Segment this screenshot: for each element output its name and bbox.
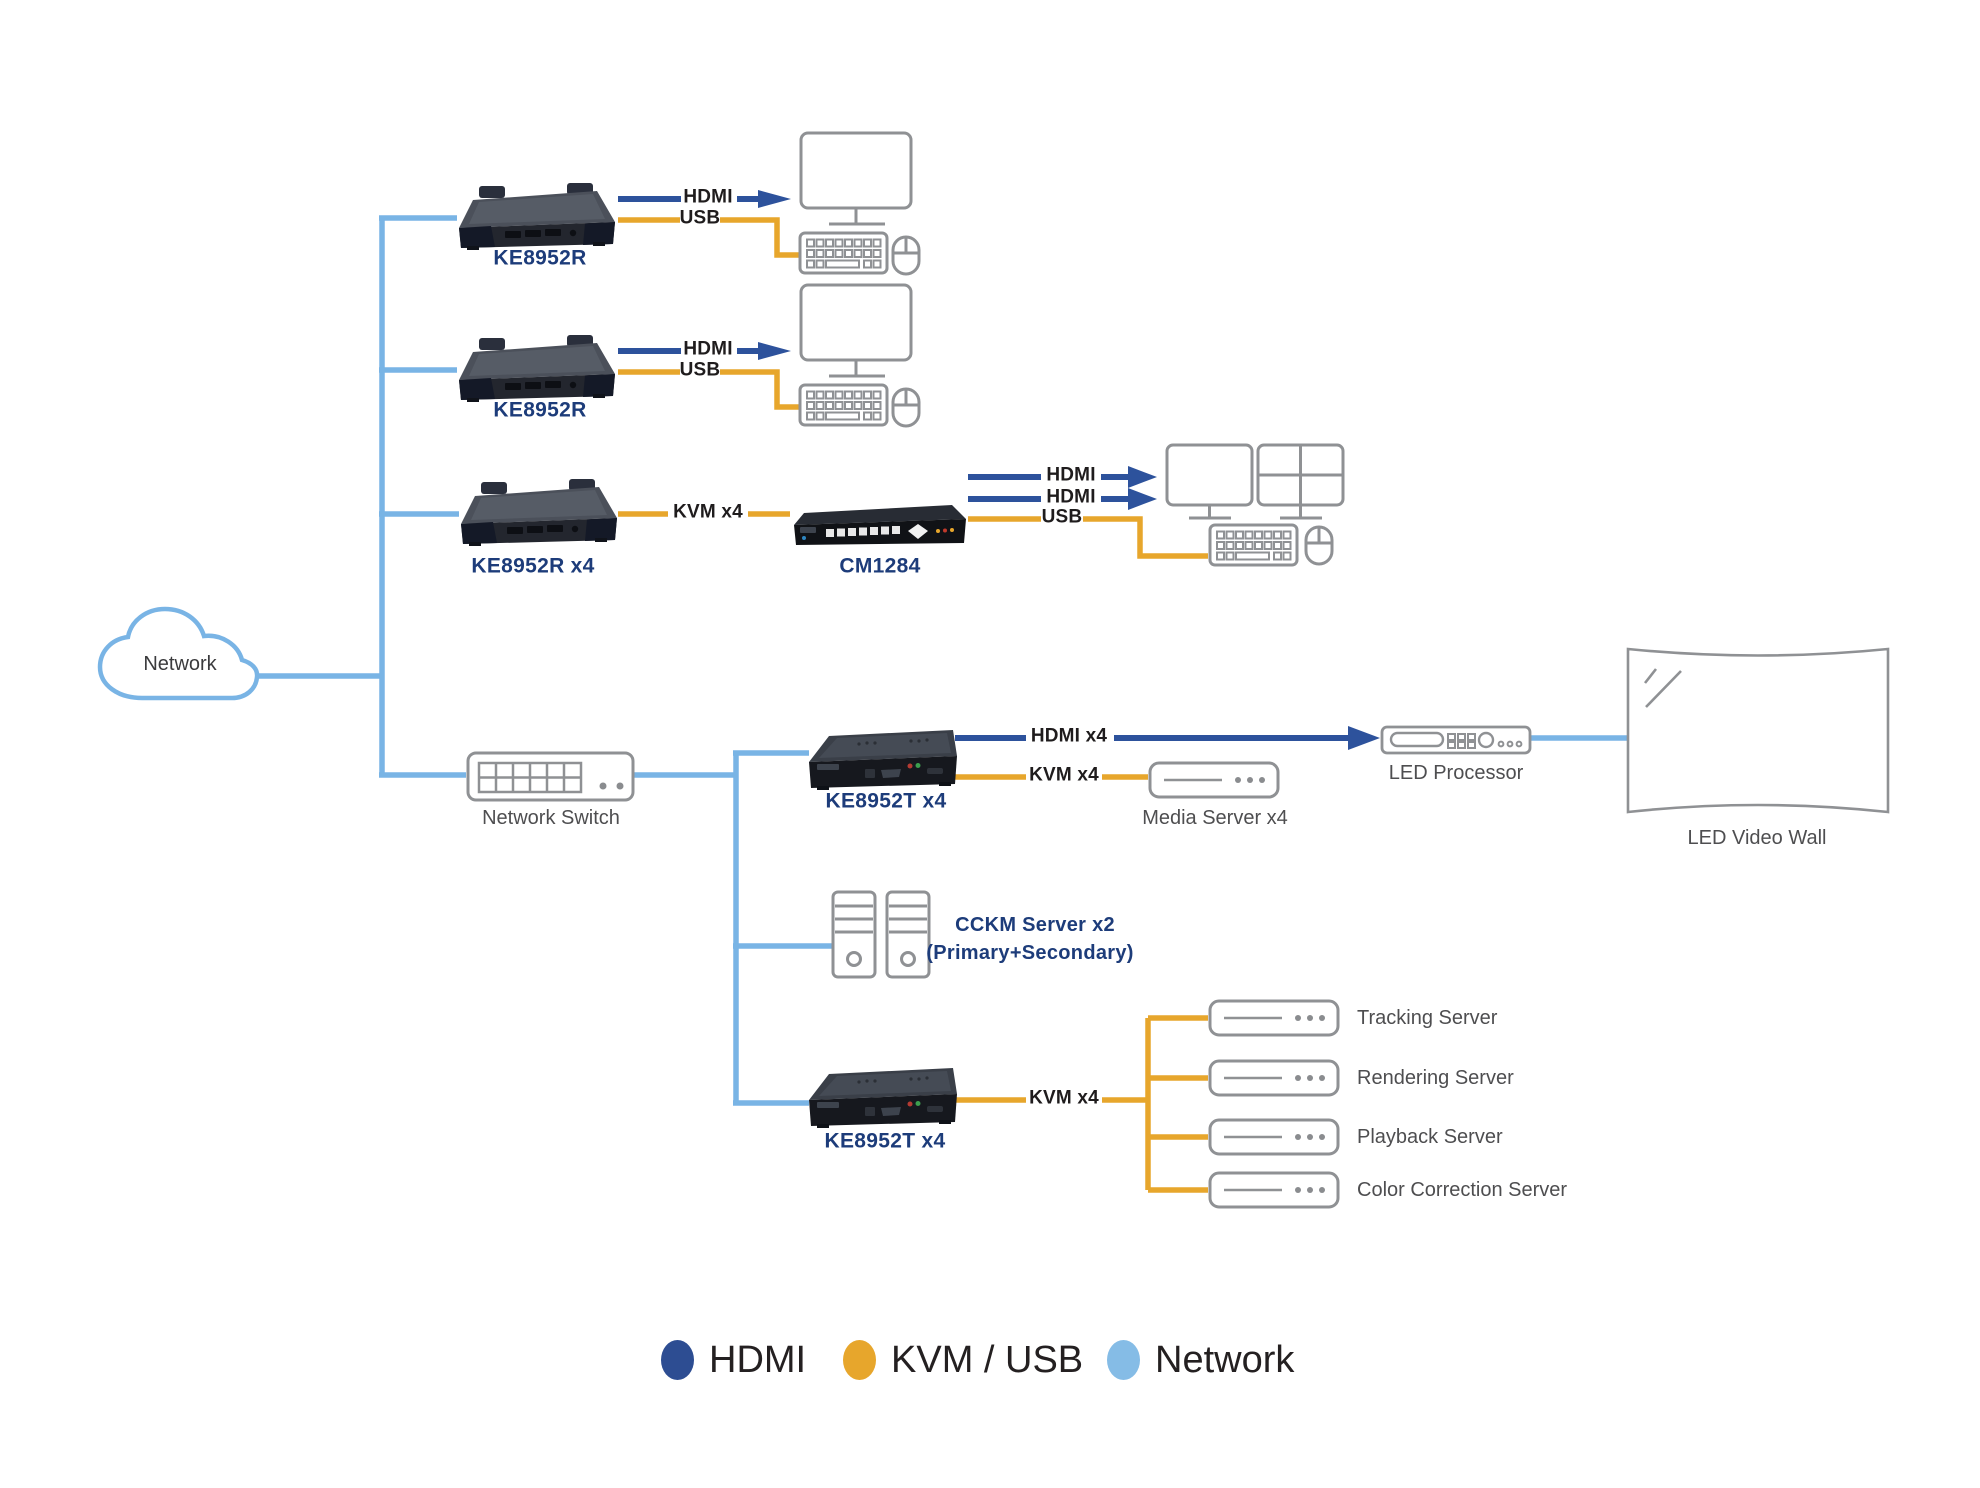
cckm-tower-icon-2	[885, 890, 931, 979]
rendering-server-label: Rendering Server	[1357, 1067, 1514, 1089]
r2-hdmi-link-label: HDMI	[683, 338, 733, 360]
r1-hdmi-link-label: HDMI	[683, 186, 733, 208]
network-switch-icon	[466, 751, 635, 802]
monitor-icon-3	[1165, 443, 1254, 520]
rendering-server-icon	[1208, 1059, 1340, 1097]
r3-hdmi-b-link-label: HDMI	[1046, 486, 1096, 508]
r3-usb-link-label: USB	[1041, 506, 1083, 528]
transmitter-bottom-label: KE8952T x4	[824, 1129, 946, 1153]
receiver-group-label: KE8952R x4	[471, 554, 595, 578]
mouse-icon-1	[891, 235, 921, 276]
media-server-icon	[1148, 761, 1280, 799]
hdmi-arrowheads	[758, 190, 1380, 750]
cm1284-device	[794, 505, 966, 545]
tracking-server-icon	[1208, 999, 1340, 1037]
cm1284-label: CM1284	[839, 554, 921, 578]
ke8952t-device-bottom	[809, 1068, 957, 1128]
ke8952r-device-2	[459, 335, 615, 402]
cckm-tower-icon-1	[831, 890, 877, 979]
network-cloud-icon	[97, 606, 260, 701]
r2-usb-link-label: USB	[679, 359, 721, 381]
monitor-icon-1	[799, 131, 913, 226]
transmitter-top-label: KE8952T x4	[825, 789, 947, 813]
led-processor-label: LED Processor	[1388, 762, 1524, 784]
ke8952r-device-group	[461, 479, 617, 546]
kvm-usb-legend-dot-icon	[843, 1340, 876, 1380]
t-bottom-kvm-link-label: KVM x4	[1029, 1087, 1099, 1109]
hdmi-legend-dot-icon	[661, 1340, 694, 1380]
t-top-hdmi-link-label: HDMI x4	[1030, 725, 1108, 747]
keyboard-icon-3	[1208, 523, 1299, 567]
led-processor-icon	[1380, 725, 1532, 755]
legend-item-hdmi: HDMI	[661, 1338, 806, 1382]
monitor-icon-2	[799, 283, 913, 378]
mouse-icon-3	[1304, 525, 1334, 566]
led-video-wall-label: LED Video Wall	[1687, 827, 1827, 849]
r1-usb-link-label: USB	[679, 207, 721, 229]
ke8952t-device-top	[809, 730, 957, 790]
keyboard-icon-1	[798, 231, 889, 275]
legend-item-network: Network	[1107, 1338, 1294, 1382]
t-top-kvm-link-label: KVM x4	[1029, 764, 1099, 786]
hdmi-lines	[618, 196, 1350, 741]
keyboard-icon-2	[798, 383, 889, 427]
playback-server-icon	[1208, 1118, 1340, 1156]
playback-server-label: Playback Server	[1357, 1126, 1503, 1148]
receiver-2-label: KE8952R	[493, 398, 587, 422]
color-correction-server-label: Color Correction Server	[1357, 1179, 1568, 1201]
legend-kvm-usb-label: KVM / USB	[891, 1338, 1084, 1381]
receiver-1-label: KE8952R	[493, 246, 587, 270]
ke8952r-device-1	[459, 183, 615, 250]
legend-item-kvm-usb: KVM / USB	[843, 1338, 1083, 1382]
media-server-label: Media Server x4	[1142, 807, 1288, 829]
mouse-icon-2	[891, 387, 921, 428]
legend-network-label: Network	[1155, 1338, 1295, 1381]
legend-hdmi-label: HDMI	[709, 1338, 807, 1381]
cckm-server-label-line2: (Primary+Secondary)	[926, 942, 1134, 964]
kvm-usb-lines	[618, 217, 1208, 1193]
network-lines	[256, 215, 1628, 1106]
cloud-label: Network	[143, 653, 217, 675]
led-video-wall-icon	[1626, 647, 1890, 814]
network-switch-label: Network Switch	[482, 807, 620, 829]
quad-monitor-grid	[1258, 445, 1343, 505]
cckm-server-label-line1: CCKM Server x2	[955, 914, 1115, 936]
r3-hdmi-a-link-label: HDMI	[1046, 464, 1096, 486]
tracking-server-label: Tracking Server	[1357, 1007, 1498, 1029]
r3-kvm-link-label: KVM x4	[673, 501, 743, 523]
network-legend-dot-icon	[1107, 1340, 1140, 1380]
color-correction-server-icon	[1208, 1171, 1340, 1209]
